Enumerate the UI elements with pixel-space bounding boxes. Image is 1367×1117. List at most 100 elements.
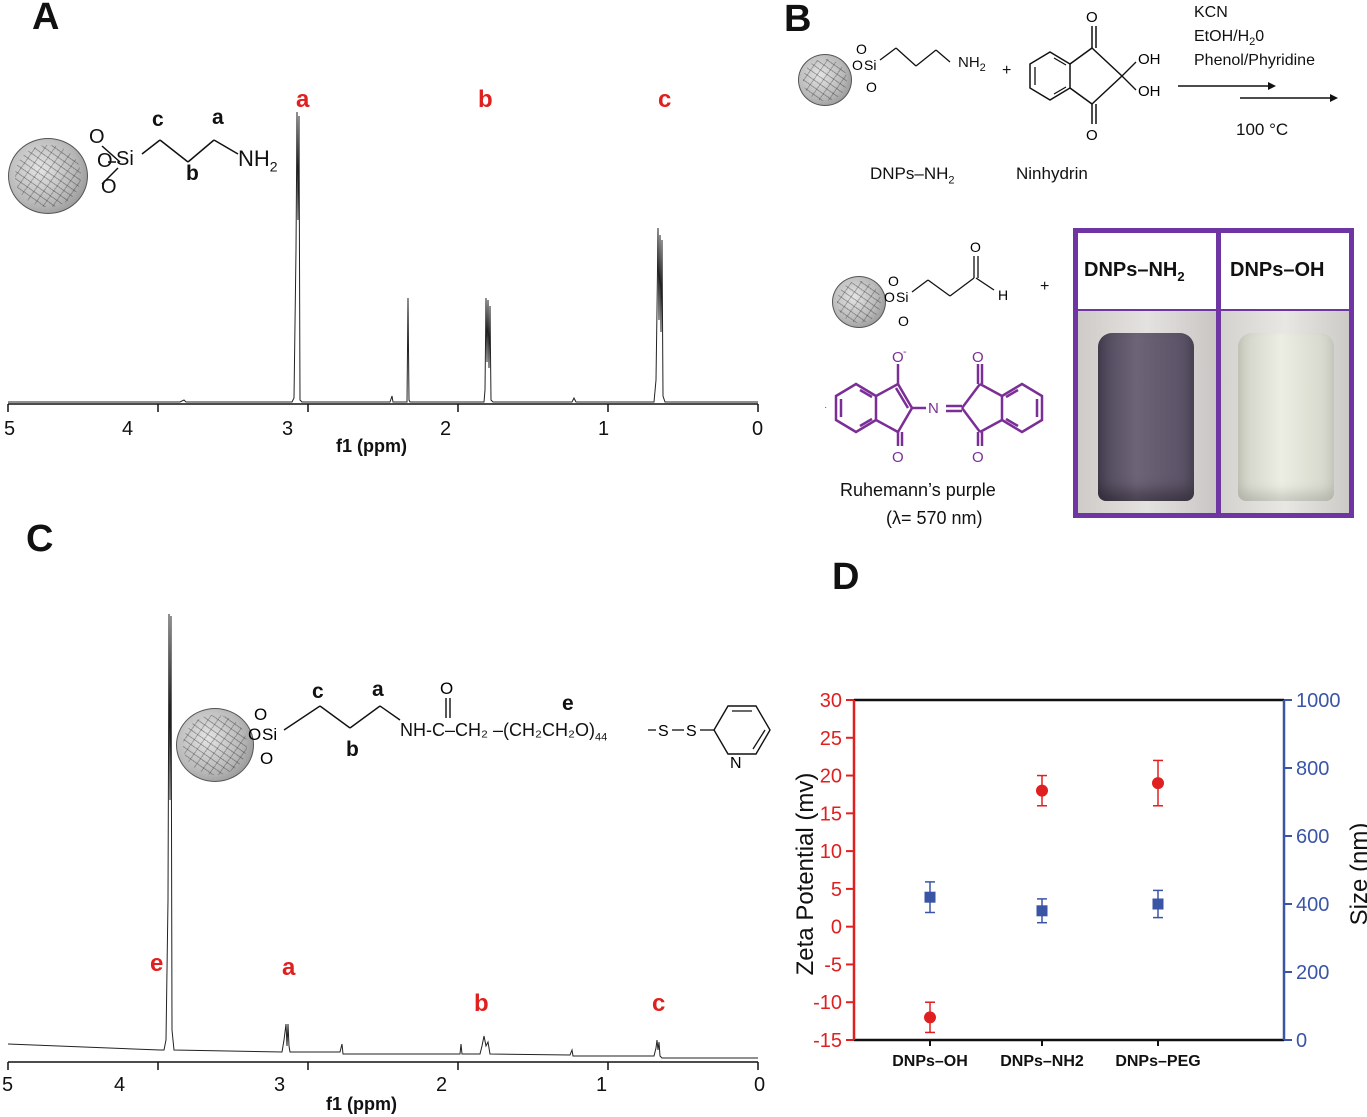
size-point: [1152, 898, 1164, 910]
a-xtick-4: 4: [122, 418, 134, 440]
aminopropyl-structure: [101, 139, 239, 185]
c-xtick-4: 4: [114, 1074, 126, 1096]
vial-photo-header-line: [1078, 309, 1349, 311]
panel-a-letter: A: [32, 0, 60, 38]
c-carbon-label-a: a: [372, 678, 384, 701]
left-tick-label: 30: [820, 690, 842, 712]
oxygen-label-1: O: [89, 126, 105, 148]
a-xtick-3: 3: [282, 418, 294, 440]
ruhemanns-purple-name: Ruhemann’s purple: [840, 480, 996, 500]
svg-text:Si: Si: [262, 725, 277, 744]
left-tick-label: -5: [824, 954, 842, 976]
svg-text:O: O: [898, 313, 909, 329]
c-xtick-3: 3: [274, 1074, 286, 1096]
reaction-temperature: 100 °C: [1236, 120, 1289, 139]
c-carbon-label-c: c: [312, 680, 324, 703]
size-point: [1036, 905, 1048, 917]
peg-chain-label: NH-C–CH₂ –(CH₂CH₂O)44: [400, 720, 608, 744]
svg-text:Si: Si: [864, 57, 876, 73]
nanoparticle-icon: [832, 276, 886, 328]
svg-text:O: O: [892, 350, 904, 366]
svg-text:Si: Si: [896, 289, 908, 305]
carbon-label-c: c: [152, 108, 164, 131]
svg-text:O: O: [1086, 127, 1098, 144]
c-xtick-5: 5: [2, 1074, 14, 1096]
vial-photo-panel: DNPs–NH2 DNPs–OH: [1073, 228, 1354, 518]
left-tick-label: 0: [831, 917, 842, 939]
ninhydrin-structure: O O OH OH: [1029, 9, 1161, 144]
zeta-point: [924, 1011, 936, 1024]
oxygen-label-2: O: [97, 150, 113, 172]
aldehyde-structure: O O Si O O H: [884, 239, 1008, 329]
svg-text:O: O: [248, 725, 261, 744]
plus-sign-2: +: [1040, 278, 1050, 295]
right-axis-title: Size (nm): [1346, 822, 1367, 926]
ruhemanns-purple-structure: O- O N O O ·: [824, 350, 1044, 466]
amine-structure-b: O O Si O: [852, 41, 951, 95]
category-label: DNPs–OH: [892, 1053, 968, 1070]
svg-text:O: O: [440, 679, 453, 698]
vial-clear: [1238, 333, 1334, 501]
svg-text:N: N: [730, 755, 742, 772]
vial-label-oh: DNPs–OH: [1230, 259, 1325, 281]
c-peak-label-b: b: [474, 990, 489, 1017]
c-carbon-label-b: b: [346, 738, 359, 761]
silicon-label: Si: [116, 148, 134, 170]
left-tick-label: 5: [831, 879, 842, 901]
left-tick-label: -10: [813, 992, 842, 1014]
svg-text:O: O: [892, 449, 904, 466]
nanoparticle-icon: [176, 708, 254, 782]
oxygen-label-3: O: [101, 176, 117, 198]
a-xaxis-title: f1 (ppm): [336, 436, 407, 456]
svg-text:O: O: [972, 449, 984, 466]
svg-text:OH: OH: [1138, 83, 1161, 100]
right-tick-label: 200: [1296, 962, 1329, 984]
svg-text:O: O: [856, 41, 867, 57]
amine-label: NH2: [238, 146, 278, 175]
right-tick-label: 400: [1296, 894, 1329, 916]
svg-text:OH: OH: [1138, 51, 1161, 68]
svg-text:O: O: [852, 57, 863, 73]
vial-purple: [1098, 333, 1194, 501]
peak-label-c: c: [658, 86, 672, 113]
c-carbon-label-e: e: [562, 692, 574, 715]
svg-text:S: S: [686, 723, 697, 740]
a-xtick-2: 2: [440, 418, 452, 440]
size-point: [924, 891, 936, 903]
svg-text:O: O: [866, 79, 877, 95]
svg-text:O: O: [254, 705, 267, 724]
svg-text:N: N: [928, 400, 939, 417]
right-tick-label: 1000: [1296, 690, 1341, 712]
nanoparticle-icon: [798, 54, 852, 106]
panel-b-letter: B: [784, 0, 812, 40]
svg-text:O: O: [888, 273, 899, 289]
c-xtick-1: 1: [596, 1074, 608, 1096]
nmr-spectrum-a: [7, 111, 759, 412]
category-label: DNPs–NH2: [1000, 1053, 1084, 1070]
carbon-label-b: b: [186, 162, 199, 185]
ruhemanns-purple-lambda: (λ= 570 nm): [886, 508, 983, 528]
nanoparticle-icon: [8, 138, 88, 214]
reaction-arrow: [1178, 82, 1338, 102]
zeta-point: [1036, 784, 1048, 797]
left-axis-title: Zeta Potential (mv): [792, 772, 819, 976]
right-tick-label: 600: [1296, 826, 1329, 848]
svg-text:O: O: [1086, 9, 1098, 26]
a-xtick-1: 1: [598, 418, 610, 440]
reagent-phenol-pyridine: Phenol/Phyridine: [1194, 52, 1315, 69]
c-peak-label-c: c: [652, 990, 666, 1017]
a-xtick-0: 0: [752, 418, 764, 440]
a-xtick-5: 5: [4, 418, 16, 440]
svg-text:·: ·: [824, 402, 827, 413]
svg-text:O: O: [972, 350, 984, 366]
svg-text:O: O: [970, 239, 981, 255]
reagent-ethanol-water: EtOH/H20: [1194, 28, 1265, 49]
reagent-kcn: KCN: [1194, 4, 1228, 21]
plus-sign-1: +: [1002, 62, 1012, 79]
vial-label-nh2: DNPs–NH2: [1084, 259, 1185, 284]
panel-d-letter: D: [832, 556, 860, 598]
left-tick-label: -15: [813, 1030, 842, 1052]
label-dnps-nh2: DNPs–NH2: [870, 164, 955, 187]
zeta-point: [1152, 777, 1164, 790]
